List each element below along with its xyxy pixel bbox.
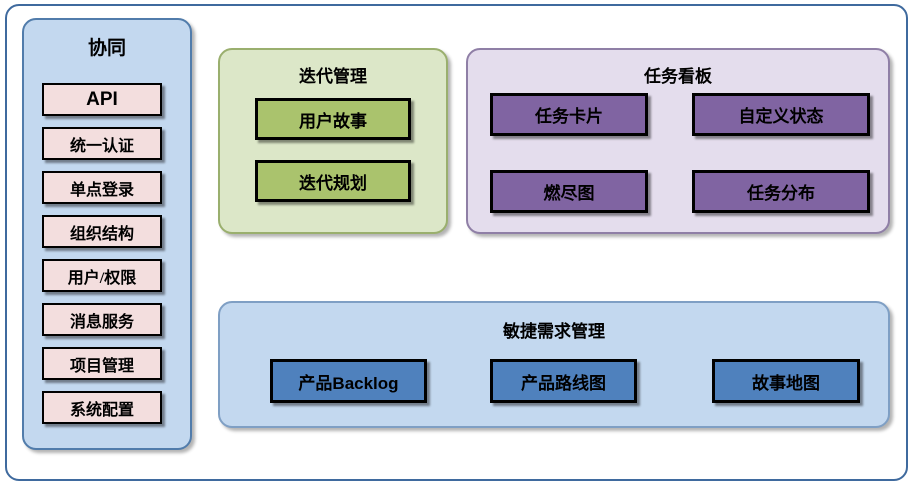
agile-item-story-map[interactable]: 故事地图 bbox=[712, 359, 860, 403]
iteration-panel-title: 迭代管理 bbox=[299, 67, 367, 86]
iteration-item-user-story[interactable]: 用户故事 bbox=[255, 98, 411, 140]
iteration-management-panel[interactable]: 迭代管理 用户故事 迭代规划 bbox=[218, 48, 448, 234]
agile-item-product-roadmap[interactable]: 产品路线图 bbox=[490, 359, 637, 403]
taskboard-item-task-distribution[interactable]: 任务分布 bbox=[692, 170, 870, 213]
collaboration-panel[interactable]: 协同 API 统一认证 单点登录 组织结构 用户/权限 消息服务 项目管理 系统… bbox=[22, 18, 192, 450]
agile-item-product-backlog[interactable]: 产品Backlog bbox=[270, 359, 427, 403]
taskboard-item-task-card[interactable]: 任务卡片 bbox=[490, 93, 648, 136]
agile-requirements-panel[interactable]: 敏捷需求管理 产品Backlog 产品路线图 故事地图 bbox=[218, 301, 890, 428]
task-board-panel[interactable]: 任务看板 任务卡片 自定义状态 燃尽图 任务分布 bbox=[466, 48, 890, 234]
collaboration-panel-title: 协同 bbox=[87, 38, 126, 59]
taskboard-panel-title: 任务看板 bbox=[644, 67, 712, 86]
taskboard-item-burndown-chart[interactable]: 燃尽图 bbox=[490, 170, 648, 213]
taskboard-item-custom-status[interactable]: 自定义状态 bbox=[692, 93, 870, 136]
sidebar-item-user-permission[interactable]: 用户/权限 bbox=[42, 259, 162, 292]
sidebar-item-unified-auth[interactable]: 统一认证 bbox=[42, 127, 162, 160]
iteration-item-iteration-plan[interactable]: 迭代规划 bbox=[255, 160, 411, 202]
sidebar-item-org-structure[interactable]: 组织结构 bbox=[42, 215, 162, 248]
sidebar-item-sso[interactable]: 单点登录 bbox=[42, 171, 162, 204]
sidebar-item-system-config[interactable]: 系统配置 bbox=[42, 391, 162, 424]
sidebar-item-project-mgmt[interactable]: 项目管理 bbox=[42, 347, 162, 380]
sidebar-item-message-service[interactable]: 消息服务 bbox=[42, 303, 162, 336]
sidebar-item-api[interactable]: API bbox=[42, 83, 162, 116]
agile-panel-title: 敏捷需求管理 bbox=[503, 322, 605, 341]
